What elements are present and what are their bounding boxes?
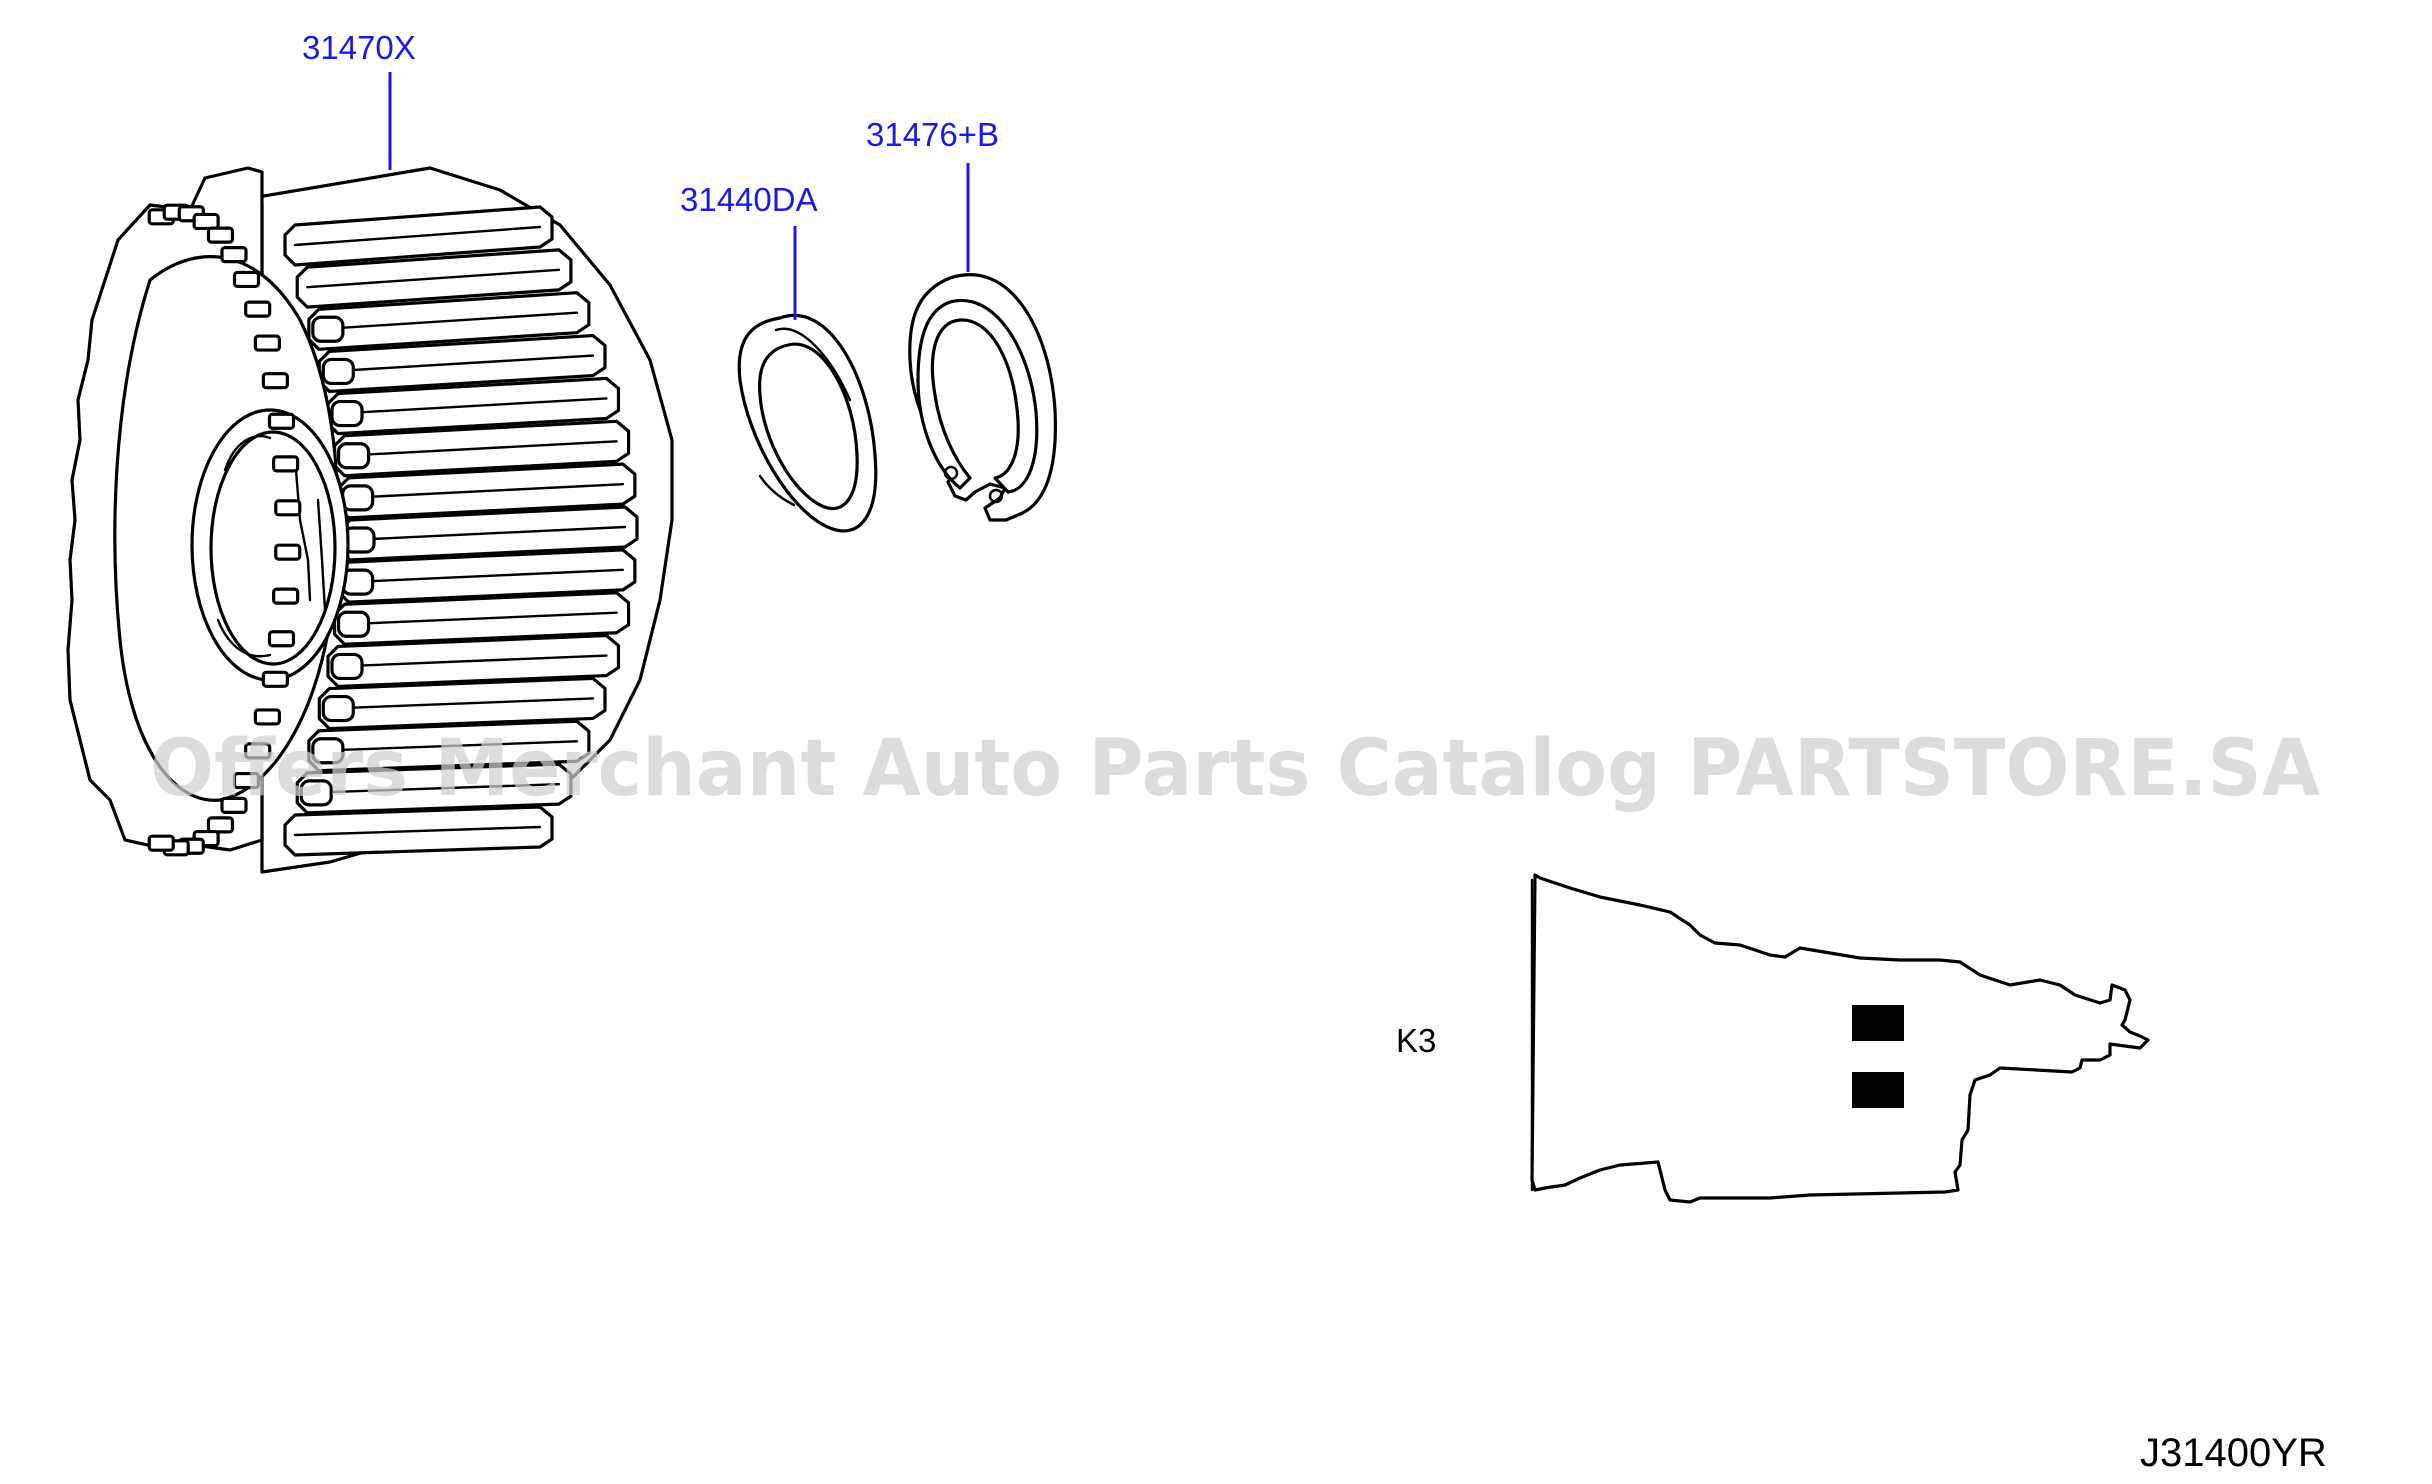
locator-marker-upper (1852, 1005, 1904, 1041)
gear-face-notch (267, 630, 296, 648)
callout-31440da[interactable]: 31440DA (680, 181, 818, 218)
gear-face-notch (232, 270, 261, 289)
gear-face-notch (244, 300, 272, 318)
gear-tooth (326, 376, 621, 436)
gear-face-notch (244, 742, 272, 760)
thrust-washer-illustration[interactable] (737, 314, 878, 533)
gear-face-notch (272, 587, 300, 605)
internal-gear-drum-illustration[interactable] (66, 166, 674, 874)
gear-face-notch (192, 212, 220, 231)
gear-face-notch (206, 226, 235, 244)
watermark-text: Offers Merchant Auto Parts Catalog PARTS… (150, 724, 2320, 814)
gear-tooth (295, 248, 573, 309)
gear-face-notch (261, 670, 289, 688)
gear-face-notch (206, 816, 235, 834)
gear-face-notch (220, 246, 248, 264)
gear-tooth (283, 805, 554, 857)
gear-tooth (337, 548, 637, 604)
snap-ring-illustration[interactable] (908, 273, 1058, 522)
gear-tooth (317, 333, 607, 394)
gear-face-notch (267, 412, 296, 430)
gear-face-notch (274, 499, 302, 517)
gear-tooth (332, 591, 631, 646)
gear-tooth (317, 676, 607, 731)
gear-tooth (326, 633, 621, 689)
locator-marker-lower (1852, 1072, 1904, 1108)
locator-label: K3 (1396, 1022, 1436, 1059)
gear-face-notch (147, 834, 175, 852)
callout-31476b[interactable]: 31476+B (866, 116, 999, 153)
gear-face-notch (220, 796, 248, 814)
callout-31470x[interactable]: 31470X (302, 29, 416, 66)
gear-face-notch (272, 455, 300, 473)
gear-tooth (283, 205, 554, 267)
gear-tooth (307, 719, 591, 773)
gear-tooth (307, 291, 591, 351)
diagram-code: J31400YR (2140, 1431, 2327, 1475)
gear-face-notch (274, 543, 302, 561)
vehicle-locator-outline (1530, 873, 2150, 1204)
gear-face-notch (253, 334, 281, 352)
gear-face-notch (253, 708, 281, 726)
gear-face-notch (232, 771, 261, 790)
gear-tooth (295, 762, 573, 815)
gear-face-notch (261, 372, 289, 390)
